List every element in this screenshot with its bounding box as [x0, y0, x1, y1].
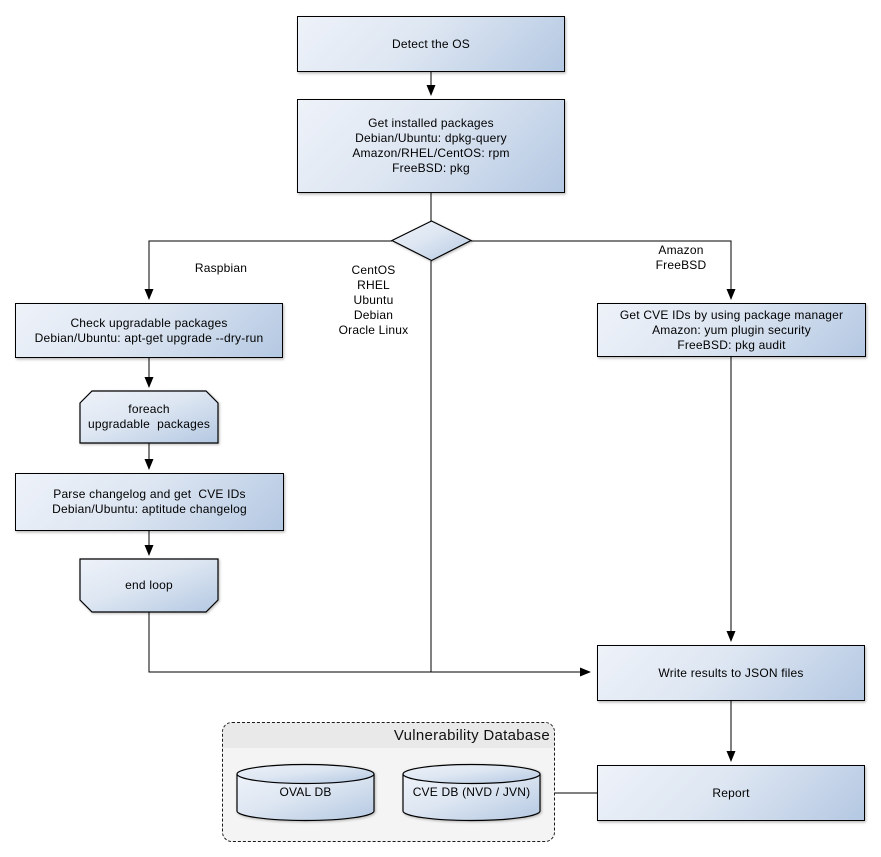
foreach-loop-shape — [79, 390, 219, 444]
node-get-cve-ids-label: Get CVE IDs by using package manager Ama… — [619, 307, 844, 352]
node-parse-changelog-label: Parse changelog and get CVE IDs Debian/U… — [52, 487, 247, 516]
edge-label-raspbian: Raspbian — [194, 261, 248, 275]
connector-decision-to-check — [144, 240, 392, 300]
vulnerability-database-header: Vulnerability Database — [223, 723, 554, 748]
node-detect-os-label: Detect the OS — [392, 36, 470, 51]
edge-label-os-list: CentOS RHEL Ubuntu Debian Oracle Linux — [338, 263, 409, 337]
node-parse-changelog: Parse changelog and get CVE IDs Debian/U… — [15, 473, 284, 531]
node-check-upgradable-packages: Check upgradable packages Debian/Ubuntu:… — [15, 303, 283, 358]
node-check-upgradable-packages-label: Check upgradable packages Debian/Ubuntu:… — [34, 315, 264, 345]
node-write-results: Write results to JSON files — [597, 645, 865, 701]
os-decision-diamond — [390, 220, 473, 262]
node-report-label: Report — [712, 785, 750, 800]
end-loop-shape — [79, 558, 219, 613]
oval-db-cylinder — [236, 763, 375, 822]
node-report: Report — [597, 765, 865, 821]
edge-label-amazon-freebsd: Amazon FreeBSD — [655, 243, 707, 272]
node-detect-os: Detect the OS — [297, 16, 565, 72]
node-get-installed-packages: Get installed packages Debian/Ubuntu: dp… — [297, 99, 565, 193]
vulnerability-database-title: Vulnerability Database — [393, 727, 550, 744]
cve-db-cylinder — [402, 763, 541, 822]
node-write-results-label: Write results to JSON files — [658, 665, 804, 680]
node-get-installed-packages-label: Get installed packages Debian/Ubuntu: dp… — [352, 116, 510, 175]
connector-endloop-to-write — [148, 612, 591, 677]
connector-decision-to-getcve — [471, 240, 736, 300]
node-get-cve-ids: Get CVE IDs by using package manager Ama… — [597, 303, 866, 357]
